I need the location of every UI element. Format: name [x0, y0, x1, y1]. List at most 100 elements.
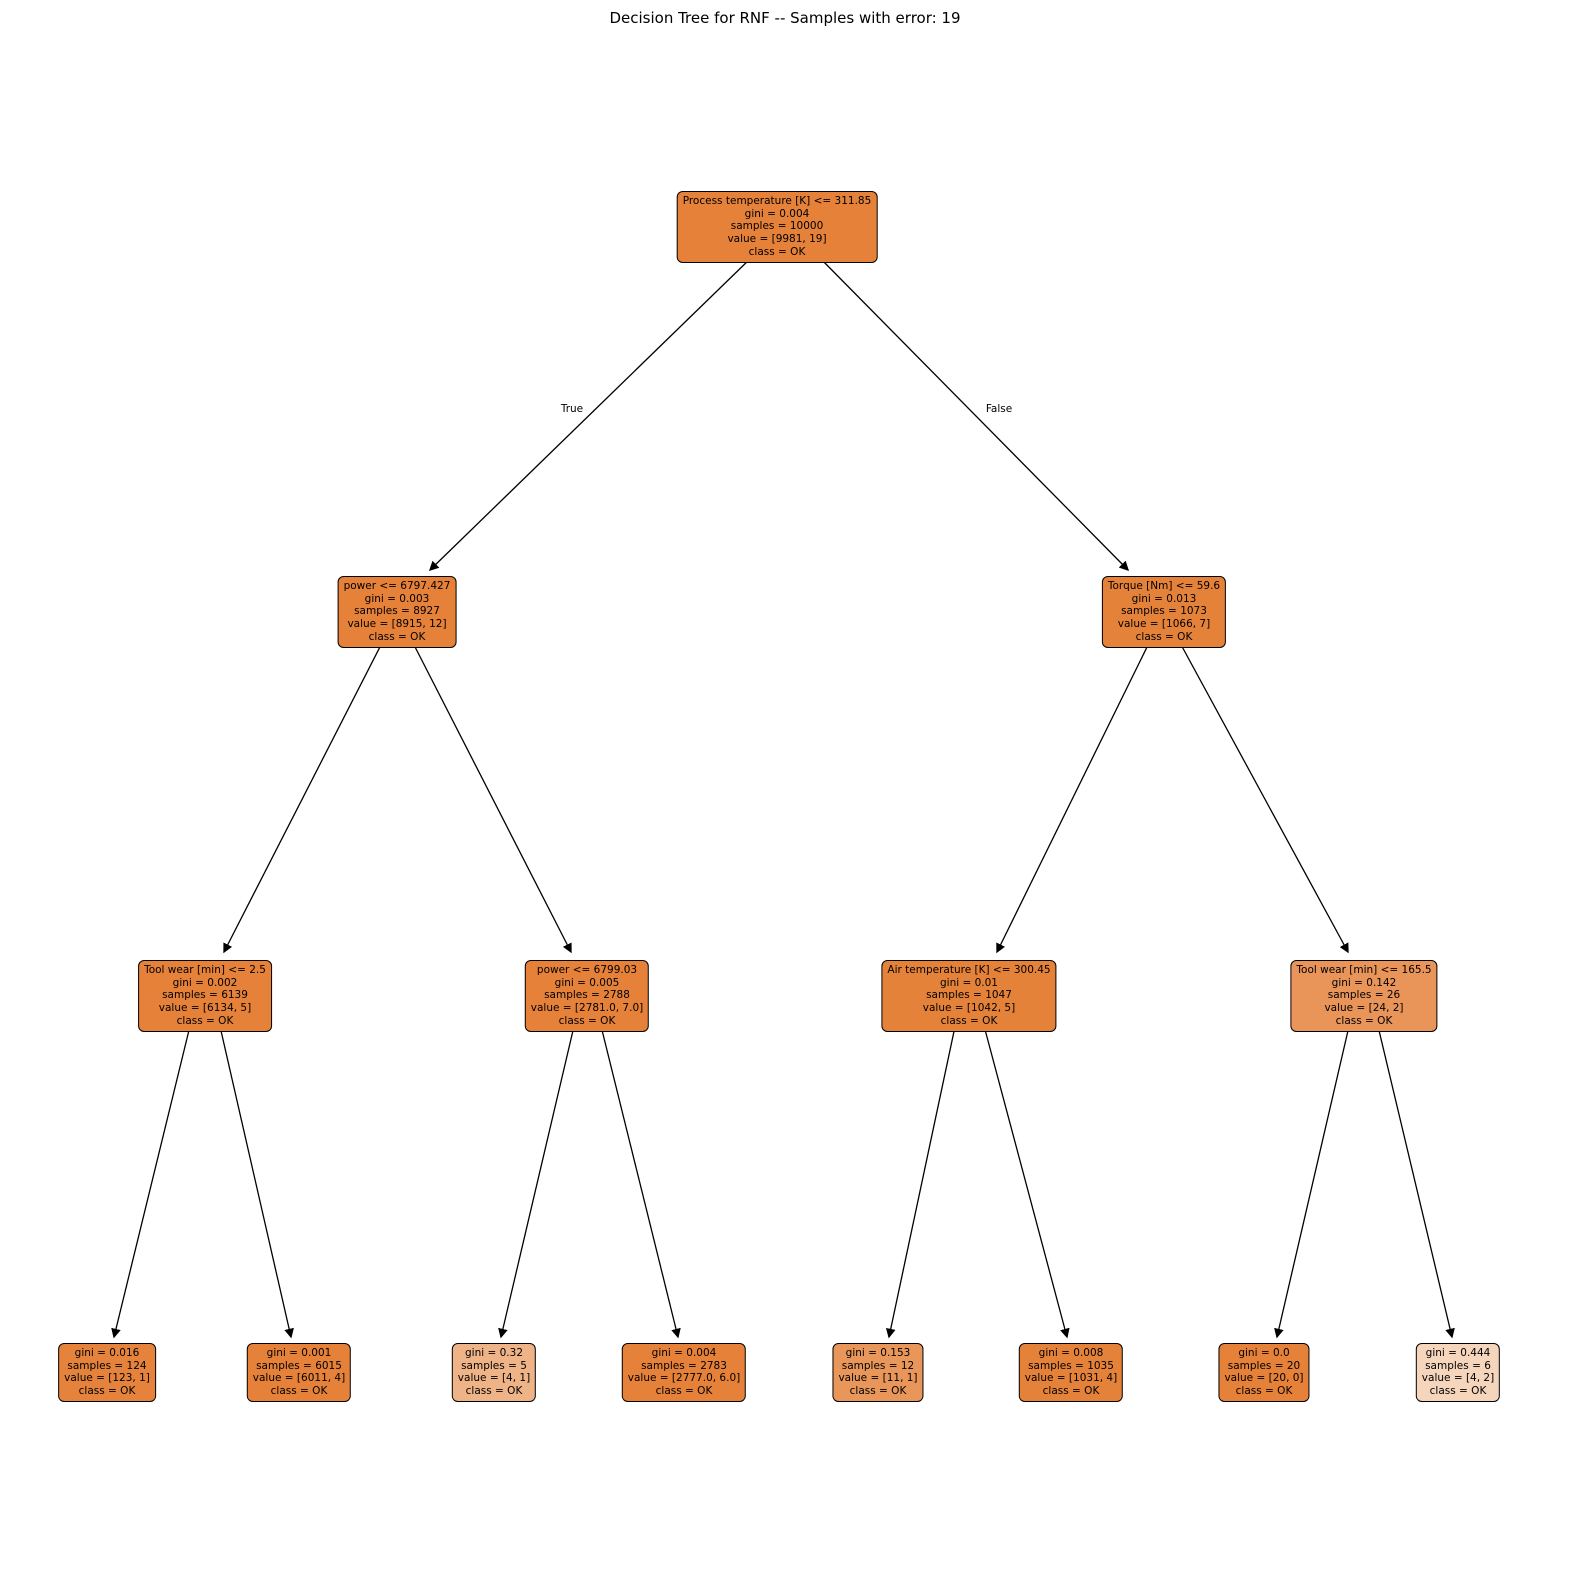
node-gini: gini = 0.005: [554, 976, 620, 989]
node-samples: samples = 8927: [354, 605, 440, 618]
node-value: value = [1031, 4]: [1024, 1372, 1118, 1385]
node-value: value = [1066, 7]: [1117, 618, 1211, 631]
node-condition: Process temperature [K] <= 311.85: [682, 195, 872, 207]
leaf-6: gini = 0.008 samples = 1035 value = [103…: [1018, 1343, 1124, 1402]
edge-airtemp-to-leaf6: [982, 1021, 1070, 1339]
node-gini: gini = 0.004: [744, 207, 810, 220]
node-condition: power <= 6799.03: [536, 964, 638, 976]
node-value: value = [9981, 19]: [727, 233, 827, 246]
node-samples: samples = 1035: [1028, 1359, 1114, 1372]
node-class: class = OK: [270, 1385, 328, 1398]
leaf-1: gini = 0.016 samples = 124 value = [123,…: [58, 1343, 156, 1402]
node-samples: samples = 124: [67, 1359, 147, 1372]
node-gini: gini = 0.153: [845, 1347, 911, 1359]
node-air-temperature: Air temperature [K] <= 300.45 gini = 0.0…: [881, 960, 1057, 1032]
node-class: class = OK: [748, 245, 806, 258]
node-samples: samples = 2783: [641, 1359, 727, 1372]
node-samples: samples = 1073: [1121, 605, 1207, 618]
node-torque: Torque [Nm] <= 59.6 gini = 0.013 samples…: [1101, 576, 1227, 648]
node-gini: gini = 0.001: [266, 1347, 332, 1359]
leaf-2: gini = 0.001 samples = 6015 value = [601…: [246, 1343, 352, 1402]
node-gini: gini = 0.016: [74, 1347, 140, 1359]
node-class: class = OK: [940, 1014, 998, 1027]
node-tool-wear-right: Tool wear [min] <= 165.5 gini = 0.142 sa…: [1290, 960, 1438, 1032]
node-value: value = [11, 1]: [838, 1372, 918, 1385]
node-value: value = [1042, 5]: [922, 1002, 1016, 1015]
node-value: value = [20, 0]: [1224, 1372, 1304, 1385]
node-class: class = OK: [465, 1385, 523, 1398]
edge-torque-to-toolwear-right: [1178, 640, 1349, 954]
node-samples: samples = 6: [1425, 1359, 1491, 1372]
node-gini: gini = 0.008: [1038, 1347, 1104, 1359]
node-value: value = [6134, 5]: [158, 1002, 252, 1015]
leaf-7: gini = 0.0 samples = 20 value = [20, 0] …: [1218, 1343, 1310, 1402]
node-condition: Torque [Nm] <= 59.6: [1107, 580, 1221, 592]
node-condition: Tool wear [min] <= 2.5: [144, 964, 266, 976]
node-samples: samples = 26: [1327, 989, 1401, 1002]
node-condition: Air temperature [K] <= 300.45: [887, 964, 1051, 976]
node-gini: gini = 0.0: [1238, 1347, 1290, 1359]
node-class: class = OK: [849, 1385, 907, 1398]
leaf-5: gini = 0.153 samples = 12 value = [11, 1…: [832, 1343, 924, 1402]
edge-label-true: True: [560, 403, 584, 415]
chart-title: Decision Tree for RNF -- Samples with er…: [609, 9, 961, 27]
node-samples: samples = 6015: [256, 1359, 342, 1372]
node-value: value = [8915, 12]: [347, 618, 447, 631]
node-class: class = OK: [558, 1014, 616, 1027]
node-class: class = OK: [655, 1385, 713, 1398]
node-class: class = OK: [1235, 1385, 1293, 1398]
node-samples: samples = 10000: [730, 220, 824, 233]
node-samples: samples = 5: [461, 1359, 527, 1372]
leaf-3: gini = 0.32 samples = 5 value = [4, 1] c…: [451, 1343, 537, 1402]
node-gini: gini = 0.142: [1331, 976, 1397, 989]
edge-power2-to-leaf4: [599, 1021, 681, 1339]
node-value: value = [2781.0, 7.0]: [530, 1002, 644, 1015]
edge-root-to-torque: [817, 255, 1130, 572]
edge-torque-to-airtemp: [996, 640, 1151, 954]
node-gini: gini = 0.003: [364, 592, 430, 605]
node-tool-wear-left: Tool wear [min] <= 2.5 gini = 0.002 samp…: [138, 960, 272, 1032]
node-class: class = OK: [368, 630, 426, 643]
node-condition: Tool wear [min] <= 165.5: [1296, 964, 1432, 976]
leaf-8: gini = 0.444 samples = 6 value = [4, 2] …: [1415, 1343, 1501, 1402]
node-class: class = OK: [1135, 630, 1193, 643]
leaf-4: gini = 0.004 samples = 2783 value = [277…: [621, 1343, 747, 1402]
node-class: class = OK: [1429, 1385, 1487, 1398]
node-gini: gini = 0.444: [1425, 1347, 1491, 1359]
edge-label-false: False: [985, 403, 1013, 415]
node-samples: samples = 1047: [926, 989, 1012, 1002]
node-gini: gini = 0.002: [172, 976, 238, 989]
node-class: class = OK: [176, 1014, 234, 1027]
node-power: power <= 6797.427 gini = 0.003 samples =…: [337, 576, 457, 648]
edge-toolwearright-to-leaf7: [1274, 1021, 1351, 1339]
node-process-temperature: Process temperature [K] <= 311.85 gini =…: [676, 191, 878, 263]
edge-root-to-power: [428, 255, 754, 572]
edge-toolwearleft-to-leaf2: [218, 1021, 294, 1339]
edge-airtemp-to-leaf5: [885, 1021, 957, 1339]
node-value: value = [6011, 4]: [252, 1372, 346, 1385]
node-samples: samples = 6139: [162, 989, 248, 1002]
node-class: class = OK: [78, 1385, 136, 1398]
edge-power-to-toolwear-left: [223, 640, 384, 954]
node-gini: gini = 0.32: [464, 1347, 524, 1359]
node-gini: gini = 0.013: [1131, 592, 1197, 605]
node-class: class = OK: [1042, 1385, 1100, 1398]
node-samples: samples = 12: [841, 1359, 915, 1372]
node-gini: gini = 0.01: [939, 976, 998, 989]
node-value: value = [4, 1]: [457, 1372, 531, 1385]
edge-power-to-power2: [411, 640, 572, 954]
node-samples: samples = 20: [1227, 1359, 1301, 1372]
node-power-2: power <= 6799.03 gini = 0.005 samples = …: [524, 960, 650, 1032]
node-condition: power <= 6797.427: [343, 580, 451, 592]
node-value: value = [2777.0, 6.0]: [627, 1372, 741, 1385]
node-value: value = [4, 2]: [1421, 1372, 1495, 1385]
node-value: value = [24, 2]: [1324, 1002, 1404, 1015]
node-class: class = OK: [1335, 1014, 1393, 1027]
node-gini: gini = 0.004: [651, 1347, 717, 1359]
edge-power2-to-leaf3: [498, 1021, 576, 1339]
edge-toolwearleft-to-leaf1: [111, 1021, 192, 1339]
node-value: value = [123, 1]: [64, 1372, 150, 1385]
node-samples: samples = 2788: [544, 989, 630, 1002]
edge-toolwearright-to-leaf8: [1376, 1021, 1455, 1339]
